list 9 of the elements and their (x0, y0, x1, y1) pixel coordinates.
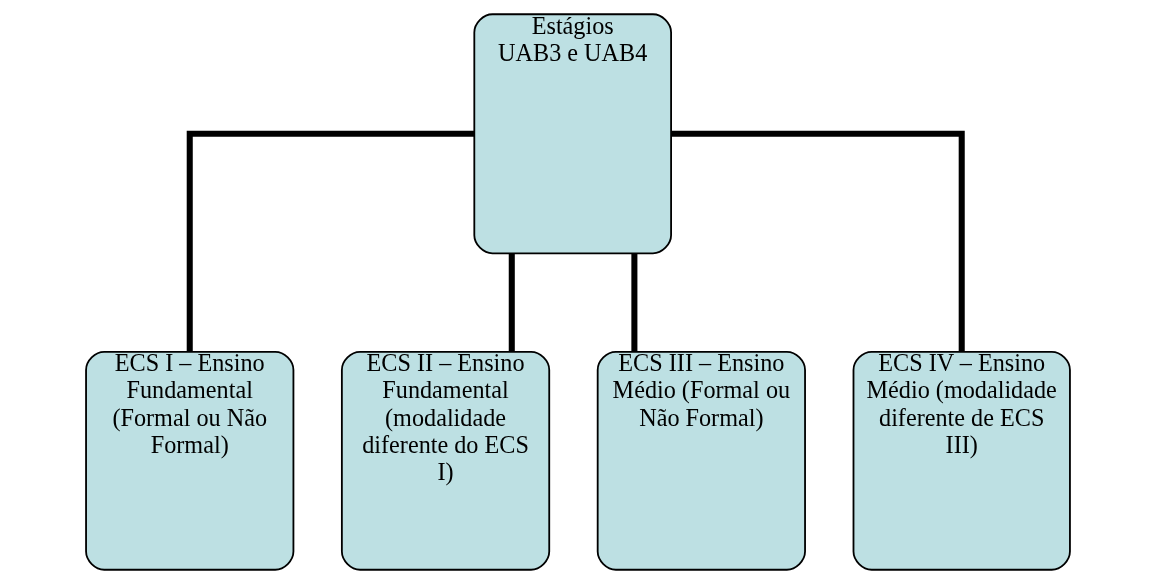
node-box: ECS IV – Ensino Médio (modalidade diferente de ECS III) (852, 350, 1071, 571)
node-box: ECS I – Ensino Fundamental (Formal ou Não Formal) (84, 350, 294, 571)
connector (508, 253, 515, 352)
connector (670, 130, 965, 352)
node-box: Estágios UAB3 e UAB4 (472, 13, 672, 255)
connector (630, 253, 637, 352)
node-box: ECS II – Ensino Fundamental (modalidade diferente do ECS I) (340, 350, 550, 571)
connector (186, 130, 474, 352)
node-box: ECS III – Ensino Médio (Formal ou Não Formal) (596, 350, 806, 571)
